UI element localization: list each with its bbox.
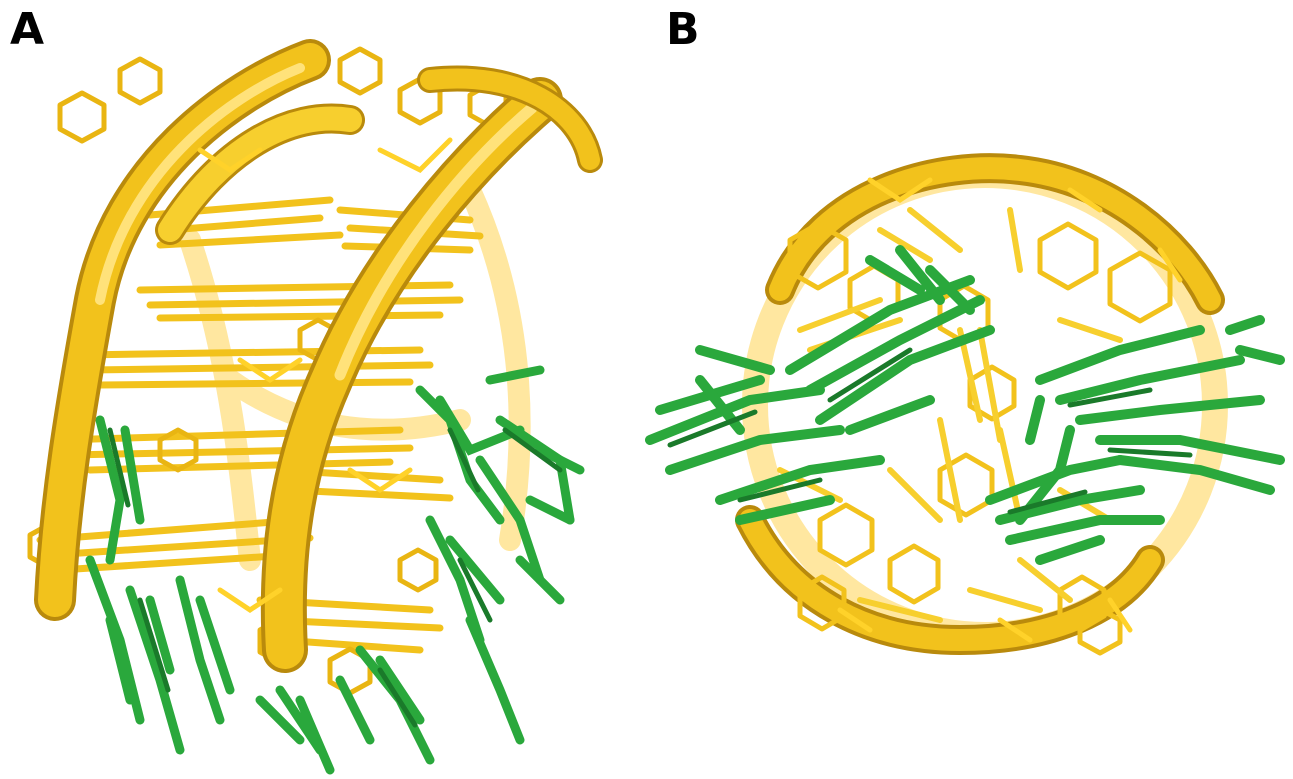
panel-a-structure-render bbox=[0, 0, 640, 779]
panel-b-structure-render bbox=[640, 0, 1293, 779]
panel-a: A bbox=[0, 0, 640, 779]
panel-b: B bbox=[640, 0, 1293, 779]
